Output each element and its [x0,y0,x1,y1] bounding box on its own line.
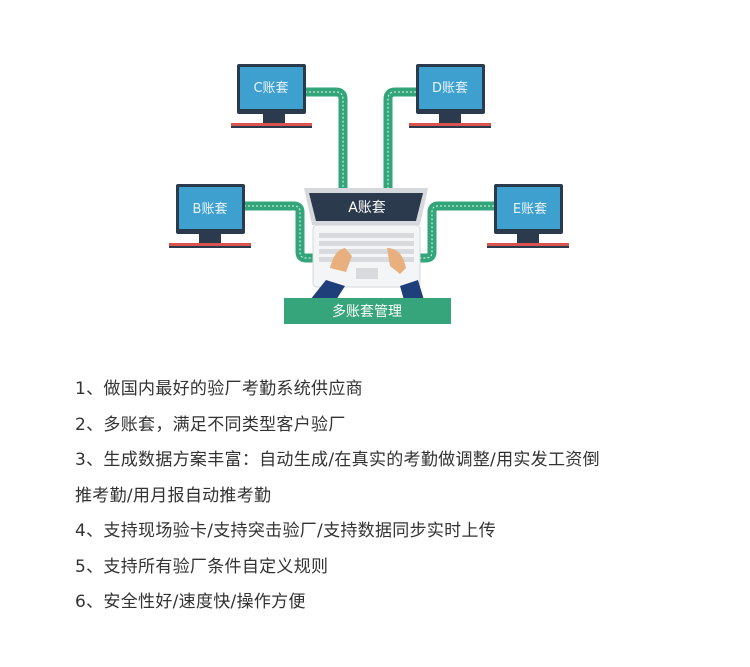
monitor-b-label: B账套 [193,201,228,217]
cables [244,87,494,263]
cable-b [244,201,316,263]
laptop-a: A账套 [304,188,428,300]
feature-item: 2、多账套，满足不同类型客户验厂 [75,414,346,435]
monitor-c: C账套 [231,64,312,128]
monitor-e: E账套 [487,184,569,248]
laptop-label: A账套 [348,200,386,216]
monitor-c-label: C账套 [253,80,288,96]
multi-account-diagram: C账套 D账套 B账套 E账套 [169,64,569,324]
monitor-e-label: E账套 [513,201,547,217]
cable-d [383,87,416,192]
feature-item: 3、生成数据方案丰富：自动生成/在真实的考勤做调整/用实发工资倒 [75,450,600,470]
hands-icon [310,248,424,300]
cable-c [305,87,348,192]
feature-item: 推考勤/用月报自动推考勤 [75,485,272,506]
feature-item: 6、安全性好/速度快/操作方便 [75,592,306,612]
monitor-b: B账套 [169,184,251,248]
cable-e [416,201,494,263]
multi-account-management-bar: 多账套管理 [284,298,451,324]
monitor-d-label: D账套 [432,80,468,96]
monitor-d: D账套 [409,64,491,128]
feature-item: 4、支持现场验卡/支持突击验厂/支持数据同步实时上传 [75,521,497,541]
bar-label: 多账套管理 [332,303,402,320]
feature-list: 1、做国内最好的验厂考勤系统供应商 2、多账套，满足不同类型客户验厂 3、生成数… [75,374,600,623]
feature-item: 5、支持所有验厂条件自定义规则 [75,556,329,577]
feature-item: 1、做国内最好的验厂考勤系统供应商 [75,379,363,399]
